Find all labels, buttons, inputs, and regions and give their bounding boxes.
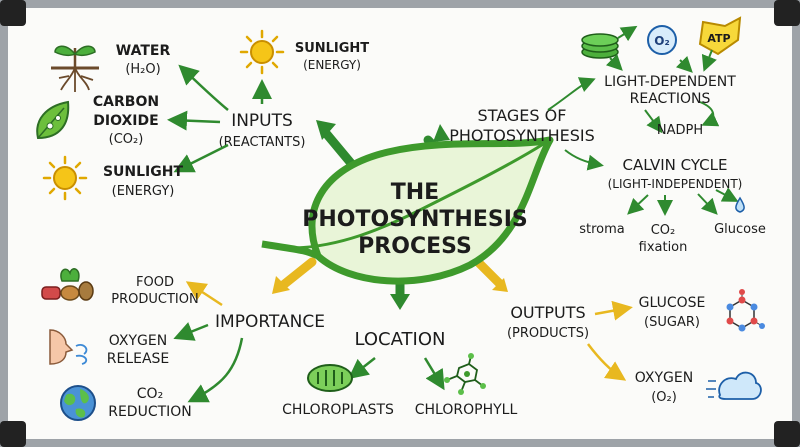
co2-reduction-line1: CO₂ bbox=[137, 386, 163, 402]
food-label-line2: PRODUCTION bbox=[111, 292, 198, 307]
food-icon bbox=[41, 268, 94, 301]
co2-fixation-line2: fixation bbox=[639, 240, 688, 255]
molecule-icon bbox=[726, 289, 765, 332]
leaf-center bbox=[261, 136, 554, 285]
oxygen-release-line2: RELEASE bbox=[107, 351, 170, 367]
sun-icon bbox=[239, 29, 285, 75]
nadph-label: NADPH bbox=[657, 123, 703, 138]
o2-badge: O₂ bbox=[647, 25, 677, 55]
o2-badge-text: O₂ bbox=[654, 34, 669, 48]
importance-arrow-food bbox=[185, 281, 223, 307]
outputs-title: OUTPUTS bbox=[510, 303, 585, 322]
co2-label-line1: CARBON bbox=[93, 94, 159, 110]
inputs-arrows bbox=[167, 64, 272, 173]
sunlight-top-sub: (ENERGY) bbox=[303, 58, 361, 72]
oxygen-output-label: OXYGEN bbox=[635, 370, 693, 386]
globe-icon bbox=[60, 385, 96, 421]
glucose-stage-label: Glucose bbox=[714, 222, 766, 237]
frame-corner bbox=[0, 421, 26, 447]
food-label-line1: FOOD bbox=[136, 275, 174, 290]
atp-badge: ATP bbox=[698, 16, 742, 56]
plant-roots-icon bbox=[51, 45, 99, 92]
location-title: LOCATION bbox=[355, 329, 446, 350]
co2-reduction-line2: REDUCTION bbox=[108, 404, 192, 420]
stages-arrows bbox=[547, 25, 739, 216]
chloroplast-stack-icon bbox=[581, 33, 619, 59]
water-drop-icon bbox=[735, 196, 745, 213]
chloroplast-icon bbox=[307, 364, 353, 392]
stages-title-line1: STAGES OF bbox=[478, 106, 567, 125]
co2-formula: (CO₂) bbox=[109, 132, 144, 147]
inputs-title: INPUTS bbox=[231, 111, 293, 131]
face-breathing-icon bbox=[49, 329, 88, 365]
light-reactions-line2: REACTIONS bbox=[630, 91, 711, 107]
chloroplasts-label: CHLOROPLASTS bbox=[282, 402, 394, 418]
light-reactions-line1: LIGHT-DEPENDENT bbox=[604, 74, 736, 90]
leaf-icon bbox=[36, 100, 70, 140]
sunlight-left-label: SUNLIGHT bbox=[103, 164, 184, 180]
center-title-line1: THE bbox=[391, 180, 439, 205]
co2-fixation-line1: CO₂ bbox=[651, 223, 676, 238]
frame-corner bbox=[0, 0, 26, 26]
co2-label-line2: DIOXIDE bbox=[93, 113, 158, 129]
frame-corner bbox=[774, 421, 800, 447]
chlorophyll-label: CHLOROPHYLL bbox=[415, 402, 518, 418]
frame-corner bbox=[774, 0, 800, 26]
chlorophyll-molecule-icon bbox=[444, 353, 486, 395]
sunlight-top-label: SUNLIGHT bbox=[295, 41, 369, 56]
sunlight-left-sub: (ENERGY) bbox=[112, 184, 175, 199]
glucose-output-label: GLUCOSE bbox=[639, 295, 706, 311]
center-title-line3: PROCESS bbox=[358, 234, 472, 259]
calvin-cycle-line1: CALVIN CYCLE bbox=[623, 156, 728, 174]
stages-title-line2: PHOTOSYNTHESIS bbox=[449, 126, 594, 145]
importance-arrows bbox=[173, 322, 244, 403]
atp-badge-text: ATP bbox=[707, 32, 730, 45]
calvin-cycle-line2: (LIGHT-INDEPENDENT) bbox=[608, 177, 743, 191]
sun-icon bbox=[42, 155, 88, 201]
center-title-line2: PHOTOSYNTHESIS bbox=[302, 207, 527, 232]
inputs-subtitle: (REACTANTS) bbox=[219, 135, 306, 150]
stroma-label: stroma bbox=[579, 222, 625, 237]
glucose-output-sub: (SUGAR) bbox=[644, 315, 700, 330]
importance-title: IMPORTANCE bbox=[215, 312, 325, 332]
oxygen-release-line1: OXYGEN bbox=[109, 333, 167, 349]
oxygen-output-sub: (O₂) bbox=[651, 390, 677, 405]
water-formula: (H₂O) bbox=[125, 62, 160, 77]
water-label: WATER bbox=[116, 43, 171, 59]
outputs-arrows bbox=[587, 300, 633, 381]
outputs-subtitle: (PRODUCTS) bbox=[507, 326, 589, 341]
air-puff-icon bbox=[706, 371, 762, 400]
location-arrows bbox=[348, 357, 445, 391]
